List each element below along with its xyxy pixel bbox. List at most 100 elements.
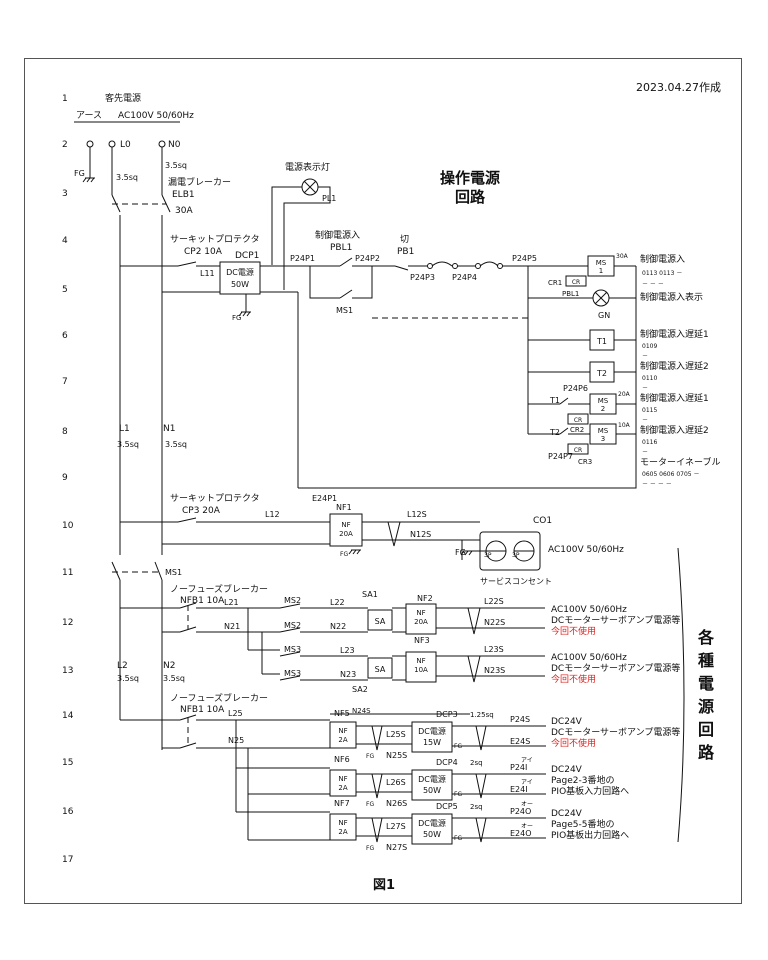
- out13-desc: DCモーターサーボアンプ電源等: [551, 662, 680, 674]
- cp2-name: サーキットプロテクタ: [170, 234, 260, 245]
- ms3-contact-b: MS3: [284, 669, 301, 678]
- cr2-box: [567, 413, 589, 425]
- elb1-id: ELB1: [172, 190, 195, 200]
- trunk-l1-size: 3.5sq: [117, 440, 139, 449]
- source-title: 客先電源: [105, 92, 141, 104]
- l11-label: L11: [200, 269, 215, 278]
- fg-label: FG: [74, 169, 85, 178]
- sa1-label: SA1: [362, 590, 378, 599]
- row-number: 8: [62, 427, 68, 437]
- nf2-rating: 20A: [414, 618, 428, 626]
- ref-motor-2: － － － －: [642, 481, 672, 488]
- dc-out-wire: [452, 725, 546, 747]
- l23s-label: L23S: [484, 645, 504, 654]
- pbl1-label: PBL1: [330, 243, 352, 253]
- dcp-label: DCP4: [436, 758, 458, 767]
- cr3-box-label: CR: [574, 447, 582, 454]
- fg-label: FG: [454, 835, 462, 842]
- trunk-n2: N2: [163, 661, 175, 671]
- control-power-title-line1: 操作電源: [440, 169, 500, 187]
- cr2-box-label: CR: [574, 417, 582, 424]
- ms1-coil-l2: 1: [599, 267, 603, 275]
- p24p3-label: P24P3: [410, 273, 435, 282]
- out12-desc: DCモーターサーボアンプ電源等: [551, 614, 680, 626]
- ms3-contact-a: MS3: [284, 645, 301, 654]
- pbl1-title: 制御電源入: [315, 229, 360, 241]
- outlet-ac: AC100V 50/60Hz: [548, 545, 624, 555]
- desc-power-on-display: 制御電源入表示: [640, 291, 703, 303]
- out13-not-used: 今回不使用: [551, 673, 596, 685]
- nf-label: NF7: [334, 799, 350, 808]
- ms2-contact-b: MS2: [284, 621, 301, 630]
- row-number: 1: [62, 94, 68, 104]
- e-tag: アイ: [521, 779, 533, 786]
- wire: [356, 817, 420, 837]
- sa1-box-label: SA: [375, 617, 386, 626]
- twist-mark: [371, 817, 383, 843]
- nf-box: [329, 721, 357, 749]
- nf-box-nf: NF: [338, 775, 347, 783]
- ls-label: L26S: [386, 778, 406, 787]
- pb1-label: PB1: [397, 247, 414, 257]
- outlet-plug-a: 3P: [484, 552, 492, 559]
- dc-output-desc: Page5-5番地の: [551, 818, 615, 830]
- row-number: 3: [62, 189, 68, 199]
- trunk-n1: N1: [163, 424, 175, 434]
- ms3-coil-l1: MS: [598, 427, 609, 435]
- fg-label: FG: [454, 791, 462, 798]
- desc-delay1b: 制御電源入遅延1: [640, 392, 709, 404]
- sa2-box-label: SA: [375, 665, 386, 674]
- nf2-box: [405, 603, 437, 635]
- e-tag: オー: [521, 823, 533, 830]
- wire-size: 2sq: [470, 759, 483, 767]
- fg-label: FG: [366, 753, 374, 760]
- dc-supply-watt: 15W: [423, 738, 441, 747]
- ms2-coil-l2: 2: [601, 405, 605, 413]
- dc-output-desc: DC24V: [551, 809, 583, 819]
- sa1-box: [367, 609, 393, 631]
- dcp-label: DCP3: [436, 710, 458, 719]
- row-number: 11: [62, 568, 73, 578]
- various-power-title-char: 電: [698, 674, 714, 693]
- nf1-box: [329, 513, 363, 547]
- earth-label: アース: [76, 111, 102, 121]
- ref-motor-1: 0605 0606 0705 －: [642, 471, 700, 478]
- row-number: 6: [62, 331, 68, 341]
- ns-label: N25S: [386, 751, 407, 760]
- dc-output-desc: DC24V: [551, 765, 583, 775]
- trunk-l1: L1: [119, 424, 130, 434]
- cr1-box-label: CR: [572, 279, 580, 286]
- dcp1-line2: 50W: [231, 280, 249, 289]
- p24p4-label: P24P4: [452, 273, 477, 282]
- dc-output-desc: PIO基板入力回路へ: [551, 785, 629, 797]
- fg-label: FG: [454, 743, 462, 750]
- cp2-id: CP2 10A: [184, 247, 223, 257]
- nf-box: [329, 813, 357, 841]
- out12-ac: AC100V 50/60Hz: [551, 605, 627, 615]
- out13-ac: AC100V 50/60Hz: [551, 653, 627, 663]
- dc-supply-box: [411, 813, 453, 845]
- t2-contact-label: T2: [549, 428, 560, 437]
- p-tag: アイ: [521, 757, 533, 764]
- n24s-label: N24S: [352, 707, 371, 715]
- l12s-label: L12S: [407, 510, 427, 519]
- ref-delay2-1: 0110: [642, 375, 657, 382]
- e-label: E24S: [510, 737, 530, 746]
- terminal-l0: [108, 140, 116, 148]
- fg-label: FG: [366, 801, 374, 808]
- elb1-name: 漏電ブレーカー: [168, 176, 231, 188]
- ref-delay2b-1: 0116: [642, 439, 657, 446]
- nf2-box-nf: NF: [416, 609, 425, 617]
- nf2-label: NF2: [417, 594, 433, 603]
- twist-mark: [475, 817, 487, 843]
- nf1-rating: 20A: [339, 530, 353, 538]
- p24p7-label: P24P7: [548, 452, 573, 461]
- figure-caption: 図1: [373, 878, 395, 893]
- n12s-label: N12S: [410, 530, 431, 539]
- p24p5-label: P24P5: [512, 254, 537, 263]
- dc-output-desc: PIO基板出力回路へ: [551, 829, 629, 841]
- ls-label: L25S: [386, 730, 406, 739]
- terminal-earth: [86, 140, 94, 148]
